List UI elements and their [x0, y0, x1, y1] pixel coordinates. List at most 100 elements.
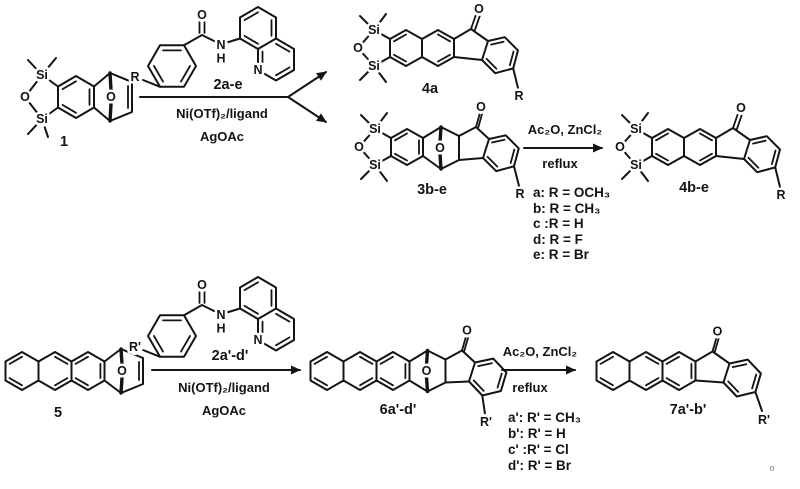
double-bond-line — [243, 11, 273, 45]
label-backing — [214, 38, 228, 52]
double-bond-line — [153, 319, 191, 353]
bond — [513, 165, 520, 187]
atom-label-o: O — [353, 41, 363, 55]
bond — [422, 126, 460, 170]
arrow-step1-bottom: Ni(OTf)₂/ligand AgOAc — [151, 365, 301, 418]
atom-label-o-ketone: O — [713, 325, 723, 339]
product-4be-label: 4b-e — [679, 180, 709, 196]
conditions-acylation: Ac₂O, ZnCl₂ — [503, 344, 578, 359]
atom-label-si: Si — [36, 112, 48, 126]
label-backing — [613, 140, 627, 154]
molecule-product-6ad: O O R' 6a'-d' — [309, 321, 508, 432]
r-prime-group-label: R' — [480, 415, 492, 429]
molecule-intermediate-3be: Si O Si O O R 3b-e — [352, 98, 527, 204]
label-backing — [251, 333, 265, 347]
atom-label-n-quinoline: N — [253, 63, 262, 77]
atom-label-o: O — [20, 90, 30, 104]
label-backing — [433, 141, 447, 155]
label-backing — [628, 157, 644, 173]
substituent-entry: c' :R' = Cl — [508, 442, 569, 457]
label-backing — [367, 121, 383, 137]
atom-label-o-ketone: O — [476, 100, 486, 114]
label-backing — [512, 89, 526, 103]
double-bond-line — [261, 312, 291, 347]
arrow-step2-bottom: Ac₂O, ZnCl₂ reflux — [501, 344, 578, 395]
atom-label-h: H — [216, 52, 225, 66]
double-bond-line — [61, 80, 91, 114]
substituent-entry: c :R = H — [533, 216, 584, 231]
corner-mark: o — [769, 463, 774, 473]
label-backing — [128, 70, 142, 84]
label-backing — [127, 339, 143, 355]
atom-label-n-quinoline: N — [253, 333, 262, 347]
label-backing — [352, 140, 366, 154]
molecule-compound-5: O 5 — [4, 347, 144, 421]
atom-label-n: N — [216, 38, 225, 52]
conditions-acylation: Ac₂O, ZnCl₂ — [528, 122, 603, 137]
bond — [512, 67, 519, 89]
wedge-bond — [119, 347, 124, 395]
atom-label-si: Si — [630, 122, 642, 136]
atom-label-si: Si — [369, 122, 381, 136]
label-backing — [214, 308, 228, 322]
atom-label-h: H — [216, 322, 225, 336]
substituent-list-bottom: a': R' = CH₃ b': R' = H c' :R' = Cl d': … — [508, 410, 581, 473]
label-backing — [34, 67, 50, 83]
substituent-entry: d: R = F — [533, 232, 583, 247]
double-bond-line — [198, 20, 206, 34]
molecule-product-7ab: O R' 7a'-b' — [595, 322, 773, 430]
intermediate-3be-label: 3b-e — [417, 182, 447, 198]
label-backing — [214, 51, 228, 65]
product-6ad-label: 6a'-d' — [380, 402, 417, 418]
bond — [651, 128, 717, 166]
label-backing — [734, 101, 748, 115]
label-backing — [367, 157, 383, 173]
double-bond-line — [243, 281, 273, 315]
substituent-entry: b: R = CH₃ — [533, 201, 600, 216]
conditions-oxidant: AgOAc — [202, 403, 246, 418]
product-7ab-label: 7a'-b' — [670, 402, 707, 418]
molecule-product-4be: Si O Si O R 4b-e — [613, 99, 788, 205]
double-bond-line — [486, 138, 516, 168]
label-backing — [474, 100, 488, 114]
label-backing — [756, 412, 772, 428]
reaction-arrow — [287, 96, 327, 123]
double-bond-line — [8, 355, 102, 387]
molecule-product-4a: Si O Si O R 4a — [351, 0, 526, 106]
double-bond-line — [732, 112, 743, 130]
arrow-step1-top: Ni(OTf)₂/ligand AgOAc — [139, 71, 327, 144]
label-backing — [18, 90, 32, 104]
label-backing — [460, 323, 474, 338]
atom-label-o: O — [354, 140, 364, 154]
label-backing — [214, 321, 228, 335]
conditions-reflux: reflux — [542, 156, 578, 171]
atom-label-o-ketone: O — [474, 2, 484, 16]
arrow-step2-top: Ac₂O, ZnCl₂ reflux — [523, 122, 603, 171]
wedge-bond — [438, 125, 443, 171]
conditions-catalyst: Ni(OTf)₂/ligand — [178, 380, 270, 395]
r-prime-group-label: R' — [758, 413, 770, 427]
label-backing — [104, 90, 118, 104]
double-bond-line — [394, 132, 420, 162]
double-bond-line — [470, 13, 481, 31]
label-backing — [513, 187, 527, 201]
bond — [226, 37, 241, 44]
label-backing — [628, 121, 644, 137]
substituent-entry: d': R' = Br — [508, 458, 572, 473]
atom-label-o-bridge: O — [106, 90, 116, 104]
wedge-bond — [424, 348, 430, 394]
atom-label-n: N — [216, 308, 225, 322]
double-bond-line — [198, 290, 206, 304]
double-bond-line — [727, 363, 758, 393]
atom-label-si: Si — [630, 158, 642, 172]
bond — [147, 314, 197, 358]
double-bond-line — [485, 40, 515, 70]
double-bond-line — [655, 132, 713, 162]
bond — [142, 304, 217, 358]
label-backing — [115, 364, 129, 378]
conditions-catalyst: Ni(OTf)₂/ligand — [176, 106, 268, 121]
label-backing — [366, 22, 382, 38]
compound-1-label: 1 — [60, 134, 68, 150]
double-bond-line — [711, 336, 720, 353]
